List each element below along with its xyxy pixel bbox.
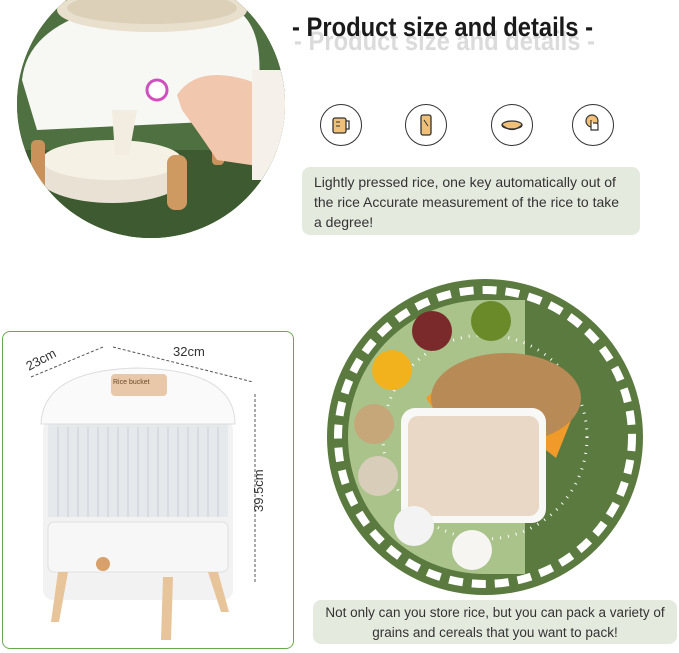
height-label: 39.5cm (251, 469, 266, 512)
dimension-card: 23cm 32cm 39.5cm Rice bucket (2, 331, 294, 649)
page-title: - Product size and details - (292, 12, 594, 42)
press-button-icon (572, 104, 614, 146)
grain-variety-circle (326, 278, 644, 596)
width-label: 32cm (173, 344, 205, 359)
product-photo-dispenser (17, 0, 285, 238)
lid-label: Rice bucket (113, 379, 150, 386)
grain-illustration (327, 279, 643, 595)
dimension-illustration (30, 346, 256, 640)
dispenser-illustration (17, 0, 285, 238)
caption-grain-variety: Not only can you store rice, but you can… (313, 600, 677, 644)
measuring-cup-icon (320, 104, 362, 146)
title-shadow: - Product size and details - (294, 26, 596, 56)
caption-press-feature: Lightly pressed rice, one key automatica… (302, 167, 640, 235)
bowl-icon (491, 104, 533, 146)
rice-box-icon (405, 104, 447, 146)
